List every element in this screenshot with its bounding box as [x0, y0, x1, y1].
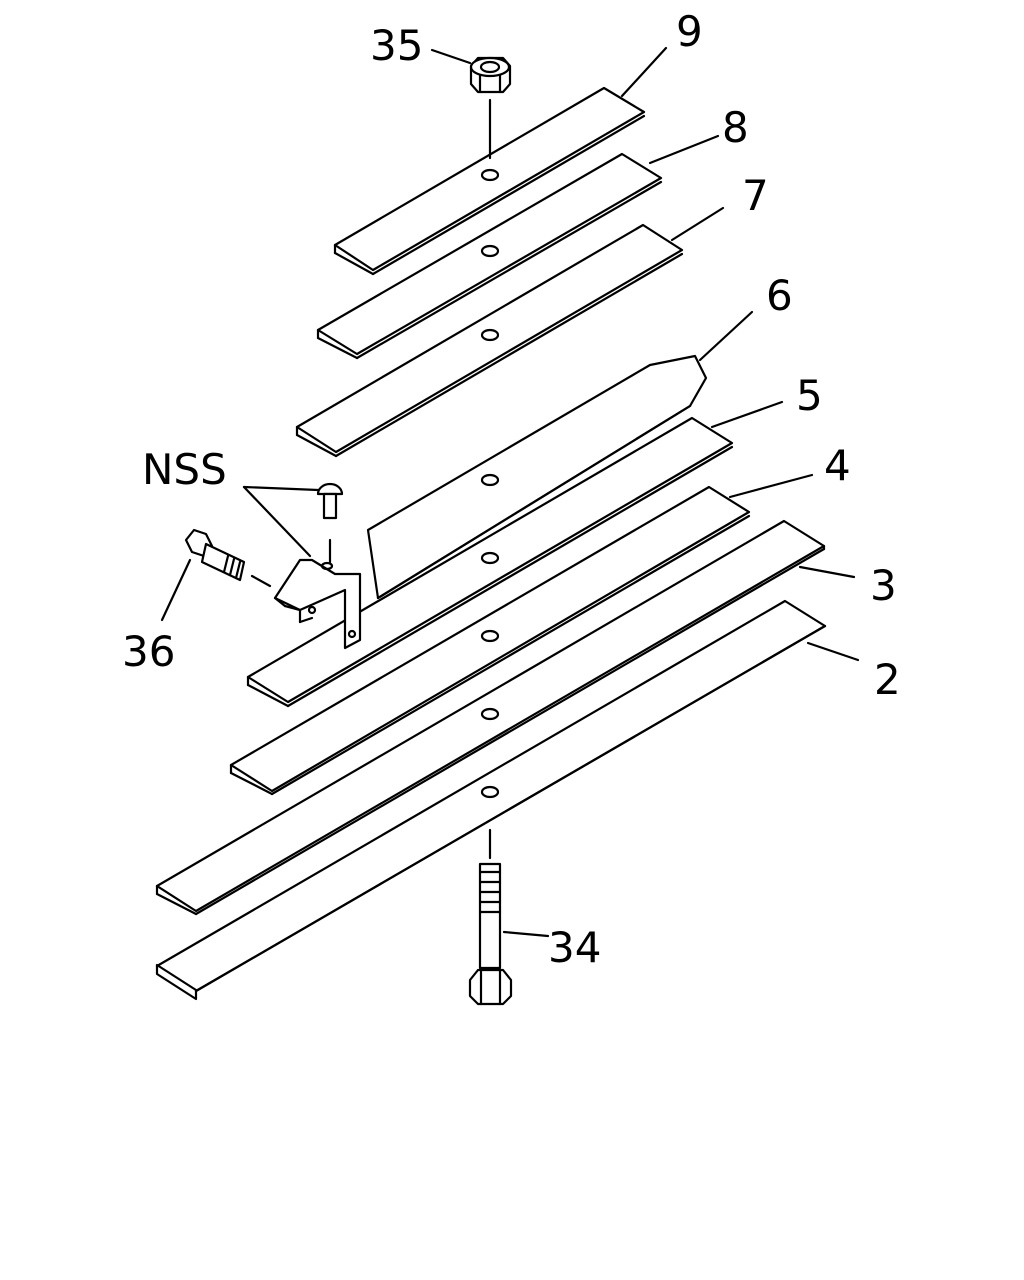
rivet-nss: [316, 482, 344, 564]
bolt-hole: [480, 707, 500, 721]
callout-36: 36: [122, 627, 175, 676]
bolt-hole: [480, 473, 500, 487]
callout-34: 34: [548, 923, 601, 972]
bolt-hole: [480, 629, 500, 643]
nut-35: [469, 56, 512, 160]
bolt-hole: [480, 328, 500, 342]
leader-lines: [160, 46, 860, 938]
callout-9: 9: [676, 7, 703, 56]
center-bolt-34: [468, 828, 513, 1006]
callout-6: 6: [766, 271, 793, 320]
callout-labels: 35 9 8 7 6 5 4 3 2 36 34 NSS: [122, 7, 901, 972]
bolt-hole: [480, 785, 500, 799]
callout-nss: NSS: [142, 445, 227, 494]
callout-8: 8: [722, 103, 749, 152]
leaf-7: [295, 223, 684, 487]
clip-bracket: [273, 558, 362, 650]
leaf-6: [366, 354, 708, 600]
callout-5: 5: [796, 371, 823, 420]
leaf-9: [333, 86, 646, 276]
leaf-8: [316, 152, 663, 360]
leaf-5: [246, 416, 734, 708]
bolt-36: [184, 528, 272, 588]
callout-7: 7: [742, 171, 769, 220]
bolt-hole: [480, 168, 500, 182]
callout-35: 35: [370, 21, 423, 70]
leaf-4: [229, 485, 751, 796]
bolt-hole: [480, 244, 500, 258]
bolt-hole: [480, 551, 500, 565]
callout-2: 2: [874, 655, 901, 704]
callout-4: 4: [824, 441, 851, 490]
callout-3: 3: [870, 561, 897, 610]
leaf-3: [155, 519, 826, 916]
